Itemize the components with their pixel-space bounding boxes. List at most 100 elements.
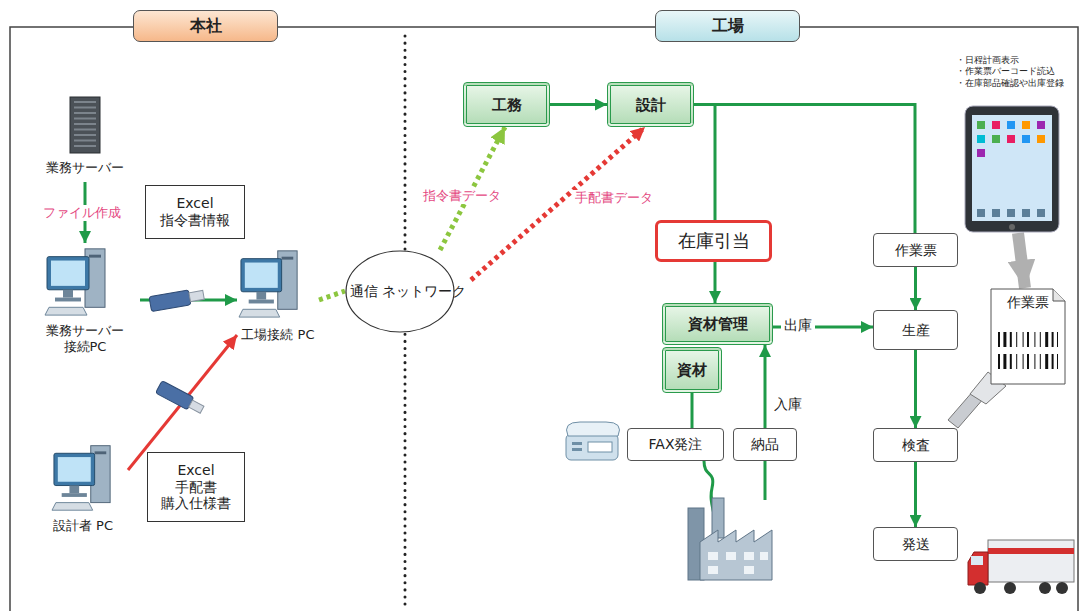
pc-icon — [282, 257, 294, 260]
truck-icon — [988, 540, 1074, 582]
server-node: 業務サーバー — [38, 96, 132, 182]
paper-icon — [1016, 354, 1017, 369]
factory-icon — [744, 566, 754, 574]
server-icon — [74, 123, 96, 125]
flow-connector — [694, 105, 715, 221]
tablet-icon — [992, 135, 1000, 143]
node-text: 検査 — [902, 437, 930, 454]
pc-icon — [95, 451, 107, 454]
node-text: ・在庫部品確認や出庫登録 — [956, 78, 1064, 89]
flow-connector — [1018, 233, 1025, 288]
edge-label: ファイル作成 — [40, 205, 124, 221]
panel-frame — [10, 27, 1078, 611]
server-icon — [69, 96, 101, 154]
truck-icon — [968, 540, 1074, 594]
truck-icon — [971, 556, 983, 565]
paper-icon — [1003, 354, 1006, 369]
step-box: 発送 — [873, 527, 958, 561]
paper-icon — [1034, 354, 1035, 369]
usb-stick — [156, 381, 194, 410]
node-text: 本社 — [190, 16, 222, 35]
flow-connector — [550, 103, 607, 106]
truck-icon — [988, 548, 1074, 554]
paper-icon — [1034, 332, 1035, 347]
node-text: 工場接続 PC — [241, 327, 314, 343]
pc-icon — [69, 486, 79, 494]
server-icon — [74, 134, 96, 136]
tablet-icon — [977, 209, 985, 217]
process-box: 資材 — [662, 347, 722, 393]
paper-icon — [998, 332, 1000, 347]
paper-icon — [1052, 354, 1054, 369]
node-text: FAX発注 — [649, 436, 703, 453]
node-text: 生産 — [902, 322, 930, 339]
node-text: 工場 — [712, 16, 744, 35]
fax-to-factory-wire — [704, 461, 765, 540]
usb-stick — [189, 400, 204, 413]
tablet-icon — [1022, 209, 1030, 217]
usb-stick — [149, 290, 191, 312]
region-tab: 工場 — [655, 10, 800, 42]
edge-label: 手配書データ — [572, 190, 656, 206]
paper-icon — [1010, 354, 1012, 369]
truck-icon — [1004, 582, 1016, 594]
file-box: Excel 手配書 購入仕様書 — [147, 452, 245, 522]
tablet-icon — [965, 106, 1059, 232]
step-box: 検査 — [873, 428, 958, 462]
tablet-icon — [1022, 135, 1030, 143]
tablet-icon — [1022, 121, 1030, 129]
node-text: 作業票 — [895, 242, 937, 259]
pc-icon — [241, 259, 282, 292]
truck-icon — [1056, 582, 1068, 594]
pc-icon — [52, 440, 114, 514]
server-icon — [70, 97, 100, 153]
pc-icon — [45, 243, 109, 319]
node-text: 作業票 — [1007, 294, 1049, 311]
tablet-icon — [964, 105, 1060, 233]
node-text: 納品 — [751, 436, 779, 453]
paper-icon — [1003, 332, 1006, 347]
flow-connector — [128, 335, 237, 470]
fax-icon — [566, 422, 620, 460]
node-text: 在庫引当 — [678, 230, 750, 252]
work-slip: 作業票 — [990, 288, 1066, 385]
factory-icon — [688, 498, 772, 580]
flow-connector — [914, 350, 917, 428]
process-box: 資材管理 — [662, 303, 773, 345]
pc-node: 工場接続 PC — [237, 245, 319, 365]
paper-icon — [1016, 332, 1017, 347]
paper-icon — [1023, 354, 1024, 369]
fax-icon — [567, 422, 620, 436]
paper-icon — [1045, 332, 1048, 347]
node-text: 業務サーバー 接続PC — [30, 323, 140, 354]
tablet-icon — [977, 121, 985, 129]
pc-icon — [89, 255, 101, 258]
flow-connector — [914, 267, 917, 310]
fax-icon — [588, 442, 612, 452]
paper-icon — [1057, 354, 1058, 369]
factory-icon — [744, 552, 754, 560]
pc-icon — [63, 290, 73, 298]
step-box: 納品 — [733, 428, 797, 461]
truck-icon — [1039, 582, 1051, 594]
node-text: Excel 指令書情報 — [158, 195, 232, 229]
node-text: ・作業票バーコード読込 — [956, 66, 1055, 77]
fax-icon — [566, 434, 618, 460]
tablet-icon — [1007, 121, 1015, 129]
factory-icon — [760, 552, 768, 560]
node-text: 発送 — [902, 536, 930, 553]
tablet-icon — [1007, 135, 1015, 143]
flow-connector — [764, 345, 767, 428]
node-text: 設計 — [636, 96, 666, 114]
region-tab: 本社 — [133, 10, 278, 42]
paper-icon — [998, 354, 1000, 369]
pc-icon — [62, 493, 87, 497]
paper-icon — [1045, 354, 1048, 369]
flow-connector — [691, 393, 694, 428]
server-icon — [74, 118, 96, 120]
server-icon — [74, 129, 96, 131]
server-icon — [74, 112, 96, 114]
truck-icon — [974, 582, 986, 594]
tablet-icon — [977, 149, 985, 157]
server-icon — [74, 145, 96, 147]
